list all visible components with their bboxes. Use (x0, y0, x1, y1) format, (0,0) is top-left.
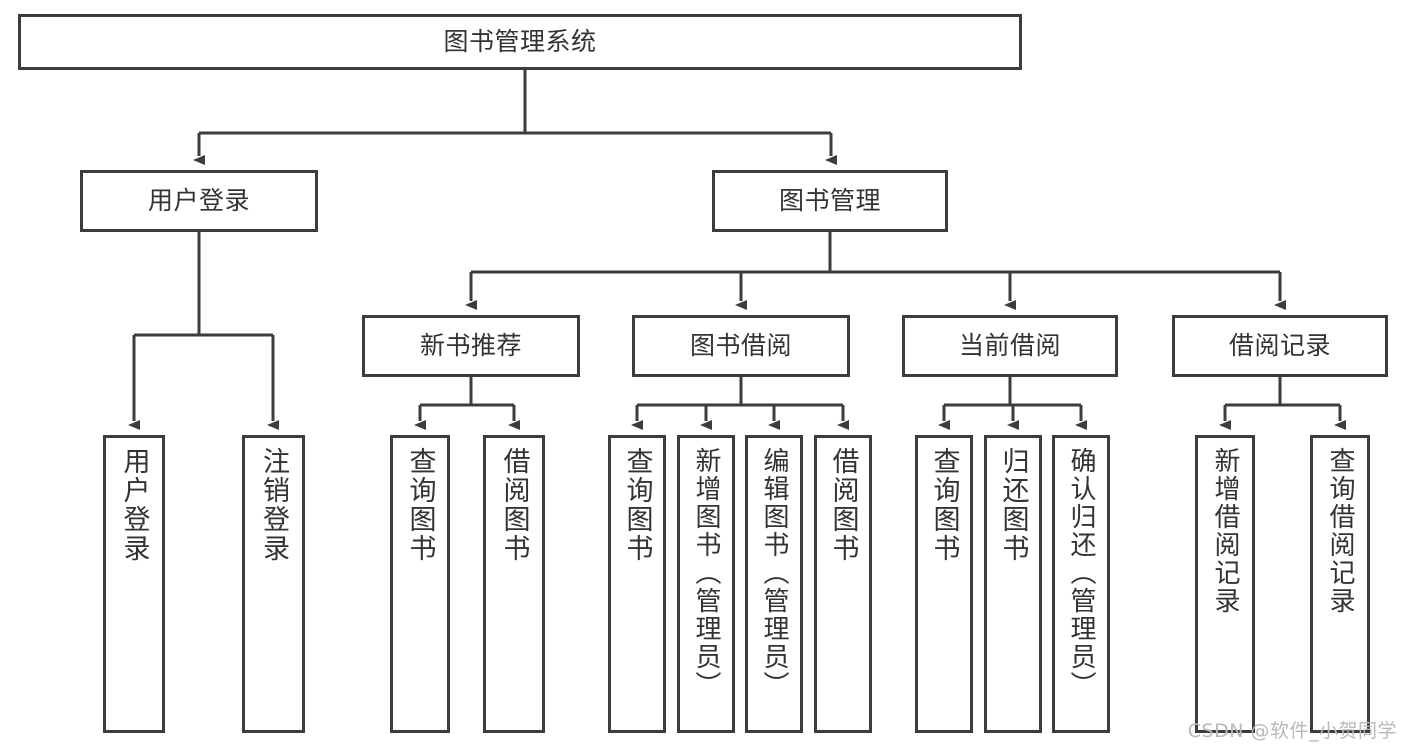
node-leaf-query-borrow-record[interactable]: 查询借阅记录 (1310, 435, 1370, 733)
watermark: CSDN @软件_小贺同学 (1187, 720, 1397, 742)
node-leaf-edit-book-admin[interactable]: 编辑图书（管理员） (745, 435, 803, 733)
node-root[interactable]: 图书管理系统 (18, 14, 1022, 70)
node-leaf-query-borrow-record-label: 查询借阅记录 (1325, 447, 1355, 615)
node-leaf-add-borrow-record-label: 新增借阅记录 (1210, 447, 1240, 615)
node-leaf-confirm-return-admin[interactable]: 确认归还（管理员） (1052, 435, 1110, 733)
node-leaf-add-book-admin[interactable]: 新增图书（管理员） (677, 435, 735, 733)
node-new-book-recommend[interactable]: 新书推荐 (362, 315, 580, 377)
node-current-borrow-label: 当前借阅 (958, 331, 1061, 361)
node-leaf-user-login[interactable]: 用户登录 (103, 435, 165, 733)
node-borrow-record[interactable]: 借阅记录 (1172, 315, 1388, 377)
node-leaf-query-book-1-label: 查询图书 (404, 447, 436, 563)
node-new-book-recommend-label: 新书推荐 (419, 331, 522, 361)
node-leaf-return-book-label: 归还图书 (997, 447, 1029, 563)
node-leaf-confirm-return-admin-label: 确认归还（管理员） (1066, 447, 1096, 699)
node-leaf-borrow-book-2[interactable]: 借阅图书 (814, 435, 872, 733)
node-user-login[interactable]: 用户登录 (80, 170, 318, 232)
node-user-login-label: 用户登录 (147, 186, 250, 216)
node-leaf-edit-book-admin-label: 编辑图书（管理员） (759, 447, 789, 699)
node-leaf-logout-login-label: 注销登录 (258, 447, 289, 563)
node-leaf-borrow-book-1-label: 借阅图书 (498, 447, 530, 563)
node-leaf-add-borrow-record[interactable]: 新增借阅记录 (1195, 435, 1255, 733)
node-leaf-return-book[interactable]: 归还图书 (984, 435, 1042, 733)
node-current-borrow[interactable]: 当前借阅 (902, 315, 1118, 377)
node-leaf-logout-login[interactable]: 注销登录 (242, 435, 305, 733)
node-book-manage-label: 图书管理 (778, 186, 881, 216)
node-book-borrow-label: 图书借阅 (689, 331, 792, 361)
node-leaf-borrow-book-2-label: 借阅图书 (827, 447, 859, 563)
node-leaf-add-book-admin-label: 新增图书（管理员） (691, 447, 721, 699)
node-book-borrow[interactable]: 图书借阅 (632, 315, 850, 377)
node-leaf-query-book-2[interactable]: 查询图书 (608, 435, 666, 733)
node-book-manage[interactable]: 图书管理 (712, 170, 948, 232)
node-leaf-borrow-book-1[interactable]: 借阅图书 (483, 435, 545, 733)
node-leaf-query-book-2-label: 查询图书 (621, 447, 653, 563)
node-borrow-record-label: 借阅记录 (1228, 331, 1331, 361)
node-leaf-query-book-3[interactable]: 查询图书 (915, 435, 973, 733)
node-leaf-user-login-label: 用户登录 (118, 447, 150, 563)
node-leaf-query-book-1[interactable]: 查询图书 (390, 435, 450, 733)
node-leaf-query-book-3-label: 查询图书 (928, 447, 960, 563)
node-root-label: 图书管理系统 (443, 27, 597, 57)
